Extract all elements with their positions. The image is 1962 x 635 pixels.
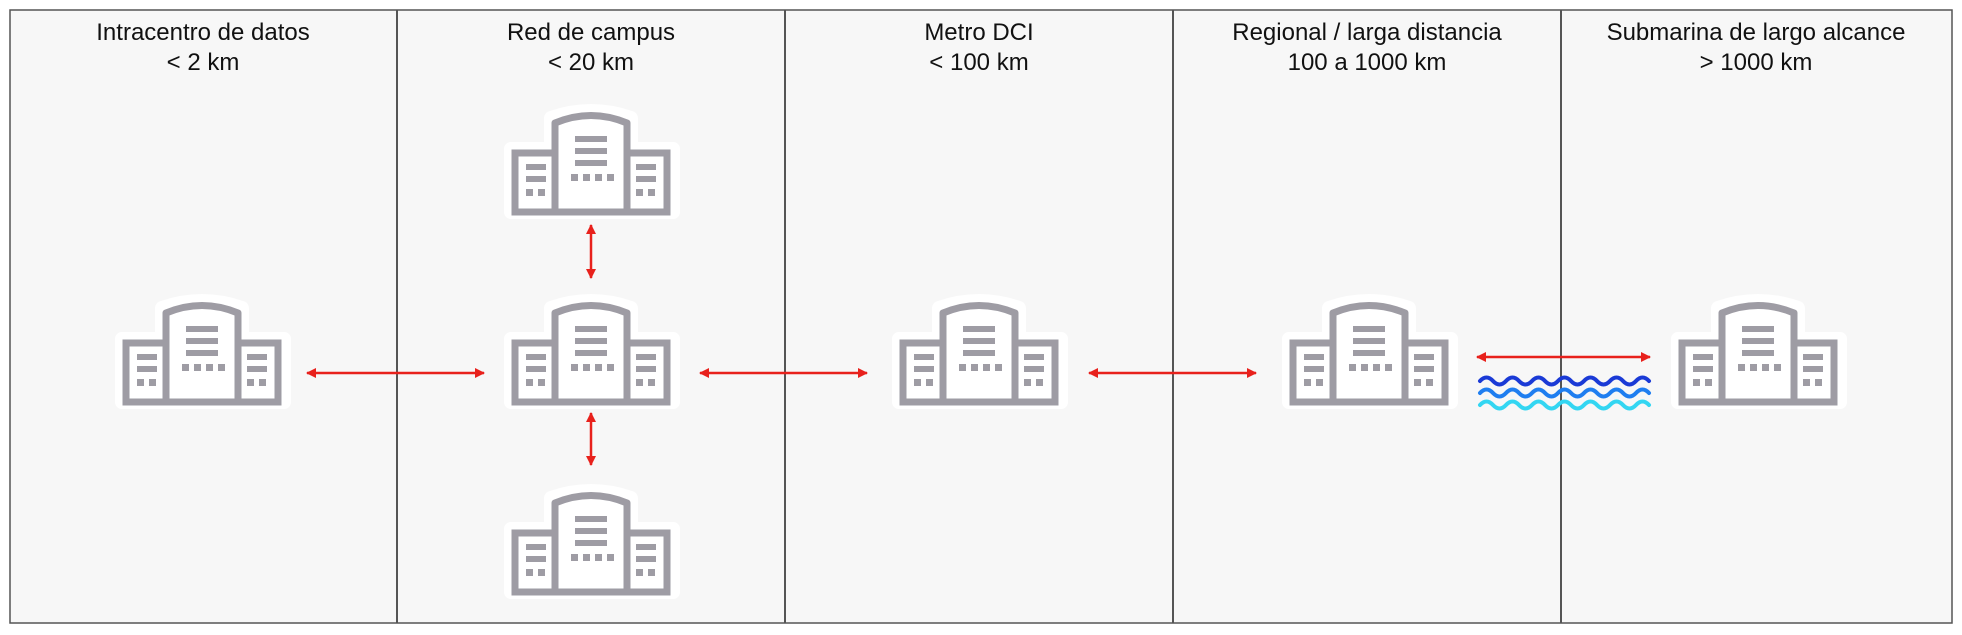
zone-range: < 2 km — [167, 49, 240, 76]
zone-intra-datacenter: Intracentro de datos < 2 km — [96, 19, 309, 76]
zone-range: < 20 km — [548, 49, 634, 76]
zone-title: Intracentro de datos — [96, 19, 309, 46]
zone-title: Red de campus — [507, 19, 675, 46]
zone-metro-dci: Metro DCI < 100 km — [924, 19, 1033, 76]
zone-range: 100 a 1000 km — [1288, 49, 1447, 76]
zone-campus: Red de campus < 20 km — [507, 19, 675, 76]
water-waves-icon — [1478, 375, 1651, 411]
zone-range: < 100 km — [929, 49, 1028, 76]
zone-title: Regional / larga distancia — [1232, 19, 1502, 46]
zone-range: > 1000 km — [1700, 49, 1813, 76]
zone-title: Metro DCI — [924, 19, 1033, 46]
zone-title: Submarina de largo alcance — [1607, 19, 1906, 46]
zone-regional: Regional / larga distancia 100 a 1000 km — [1232, 19, 1502, 76]
zone-submarine: Submarina de largo alcance > 1000 km — [1607, 19, 1906, 76]
